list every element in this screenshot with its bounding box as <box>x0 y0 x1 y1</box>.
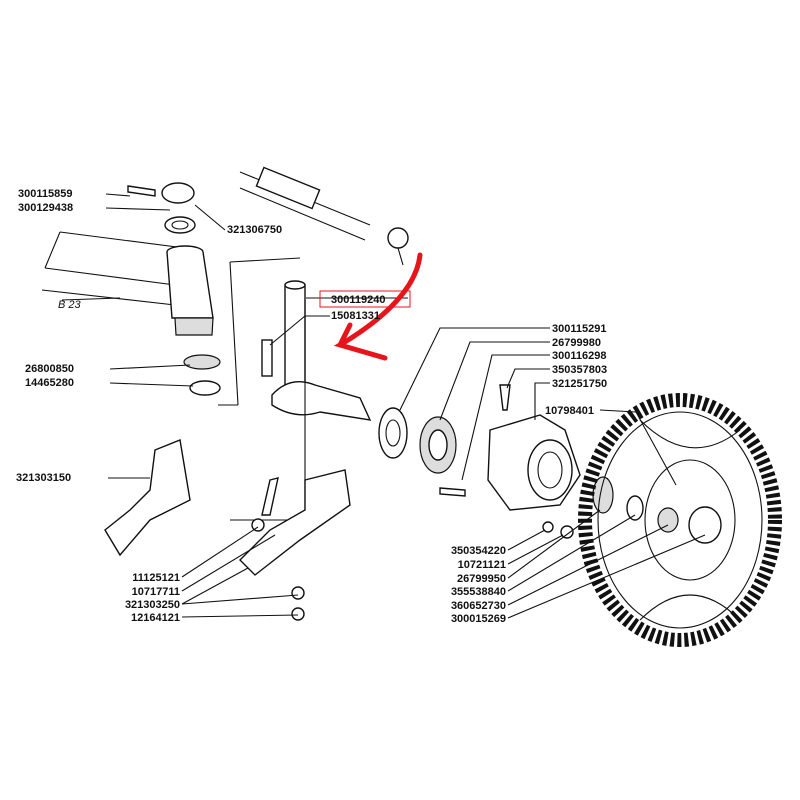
bracket-321303250 <box>239 469 351 576</box>
bracket-321303150 <box>104 439 191 557</box>
label-321306750: 321306750 <box>227 224 282 236</box>
label-right: 321251750 <box>552 378 607 390</box>
label-right: 26799980 <box>552 337 601 349</box>
label-bottom-mid: 10721121 <box>458 559 506 571</box>
label-highlighted-part: 300119240 <box>331 294 385 306</box>
label-300129438: 300129438 <box>18 202 73 214</box>
hub-bearings <box>378 384 511 497</box>
label-right: 300115291 <box>552 323 606 335</box>
label-right: 350357803 <box>552 364 607 376</box>
label-bottom-left: 12164121 <box>131 612 180 624</box>
label-right: 300116298 <box>552 350 606 362</box>
label-300115859: 300115859 <box>18 188 72 200</box>
wheel <box>578 393 782 647</box>
king-pin-housing <box>166 245 214 336</box>
label-bottom-mid: 300015269 <box>451 613 506 625</box>
thrust-bearing <box>183 354 221 396</box>
assembly-guide <box>218 257 301 406</box>
label-right: 10798401 <box>545 405 594 417</box>
bolts-nuts <box>251 477 305 621</box>
small-hub-parts <box>542 476 644 539</box>
label-14465280: 14465280 <box>25 377 74 389</box>
label-bolt: 15081331 <box>331 310 380 322</box>
label-bottom-mid: 26799950 <box>457 573 506 585</box>
label-bottom-mid: 355538840 <box>451 586 506 598</box>
label-bottom-mid: 350354220 <box>451 545 506 557</box>
label-321303150: 321303150 <box>16 472 71 484</box>
stub-axle <box>230 280 372 521</box>
roller-pin <box>127 182 196 234</box>
wheel-hub <box>487 414 581 511</box>
label-bottom-left: 321303250 <box>125 599 180 611</box>
label-bottom-mid: 360652730 <box>451 600 506 612</box>
label-bottom-left: 11125121 <box>132 572 180 584</box>
label-beam: B 23 <box>58 299 82 311</box>
label-bottom-left: 10717711 <box>132 586 180 598</box>
tie-rod <box>239 166 409 266</box>
highlight-arrow <box>319 252 423 361</box>
label-26800850: 26800850 <box>25 363 74 375</box>
leader-lines <box>61 193 706 619</box>
